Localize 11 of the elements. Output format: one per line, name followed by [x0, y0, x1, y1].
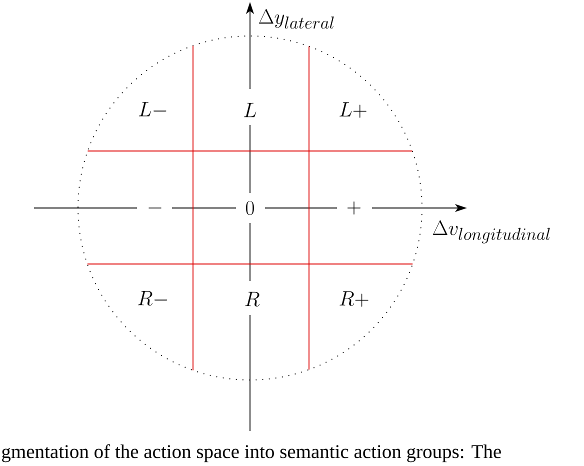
region-label: $+$ — [348, 202, 360, 215]
region-label: $R$ — [245, 292, 260, 307]
region-label: $R-$ — [138, 291, 168, 306]
axis-label: $\Delta y_{lateral}$ — [258, 9, 334, 29]
region-label: $R+$ — [340, 291, 368, 307]
region-label: $0$ — [246, 200, 254, 215]
region-label: $L-$ — [139, 102, 166, 116]
region-label: $L$ — [244, 102, 256, 118]
caption: gmentation of the action space into semantic action groups: The — [2, 444, 501, 462]
axis-label: $\Delta v_{longitudinal}$ — [432, 220, 550, 244]
region-label: $L+$ — [340, 102, 366, 118]
